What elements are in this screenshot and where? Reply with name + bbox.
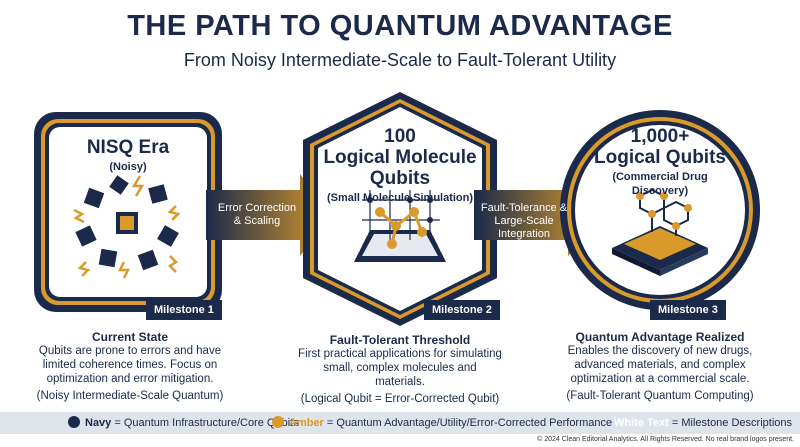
navy-dot-icon — [68, 416, 80, 428]
milestone-3-badge: Milestone 3 — [650, 300, 726, 320]
legend-white-text: = Milestone Descriptions — [671, 417, 792, 429]
stage-2-title-line1: 100 — [384, 126, 416, 147]
page-title: THE PATH TO QUANTUM ADVANTAGE — [127, 10, 673, 42]
stage-3-desc-title: Quantum Advantage Realized — [575, 330, 745, 344]
arrow-2-label: Fault-Tolerance & Large-Scale Integratio… — [480, 202, 568, 240]
page-subtitle: From Noisy Intermediate-Scale to Fault-T… — [183, 50, 617, 70]
legend-amber: Amber = Quantum Advantage/Utility/Error-… — [272, 416, 612, 430]
stage-1-description: Current State Qubits are prone to errors… — [30, 330, 230, 403]
stage-2-desc-body: First practical applications for simulat… — [298, 348, 502, 388]
stage-3-title-line1: 1,000+ — [630, 126, 690, 147]
legend-bar — [0, 412, 800, 434]
legend-amber-text: = Quantum Advantage/Utility/Error-Correc… — [326, 417, 613, 429]
stage-3-desc-note: (Fault-Tolerant Quantum Computing) — [566, 390, 754, 402]
stage-2-title-line2: Logical Molecule Qubits — [323, 147, 477, 189]
stage-2-desc-title: Fault-Tolerant Threshold — [329, 333, 471, 347]
milestone-2-badge: Milestone 2 — [424, 300, 500, 320]
legend-white-key: White Text — [614, 417, 669, 429]
stage-1-heading: NISQ Era (Noisy) — [60, 137, 196, 174]
quantum-chip-icon — [612, 188, 708, 276]
legend-amber-key: Amber — [289, 417, 324, 429]
legend-navy-key: Navy — [85, 417, 112, 429]
stage-2-description: Fault-Tolerant Threshold First practical… — [298, 333, 502, 406]
legend-navy: Navy = Quantum Infrastructure/Core Qubit… — [68, 416, 299, 430]
stage-2-heading: 100 Logical Molecule Qubits (Small Molec… — [322, 126, 478, 205]
stage-2-subtitle: (Small Molecule Simulation) — [326, 192, 474, 204]
stage-2-desc-note: (Logical Qubit = Error-Corrected Qubit) — [300, 393, 500, 405]
stage-3-description: Quantum Advantage Realized Enables the d… — [562, 330, 758, 403]
stage-1-desc-body: Qubits are prone to errors and have limi… — [38, 345, 222, 385]
legend-white: White Text = Milestone Descriptions — [614, 416, 792, 430]
stage-1-desc-note: (Noisy Intermediate-Scale Quantum) — [36, 390, 224, 402]
stage-3-heading: 1,000+ Logical Qubits (Commercial Drug D… — [586, 126, 734, 198]
stage-1-desc-title: Current State — [91, 330, 168, 344]
arrow-1 — [206, 174, 332, 256]
stage-1-subtitle: (Noisy) — [109, 161, 147, 173]
stage-3-desc-body: Enables the discovery of new drugs, adva… — [567, 345, 753, 385]
stage-1-title: NISQ Era — [86, 137, 170, 158]
arrow-1-label: Error Correction & Scaling — [217, 202, 297, 227]
noisy-qubits-icon — [73, 175, 181, 279]
amber-dot-icon — [272, 416, 284, 428]
stage-3-title-line2: Logical Qubits — [594, 147, 726, 168]
stage-3-subtitle: (Commercial Drug Discovery) — [612, 171, 708, 197]
milestone-1-badge: Milestone 1 — [146, 300, 222, 320]
copyright-footer: © 2024 Clean Editorial Analytics. All Ri… — [537, 436, 794, 443]
legend-navy-text: = Quantum Infrastructure/Core Qubits — [114, 417, 299, 429]
molecule-lattice-icon — [354, 190, 446, 262]
